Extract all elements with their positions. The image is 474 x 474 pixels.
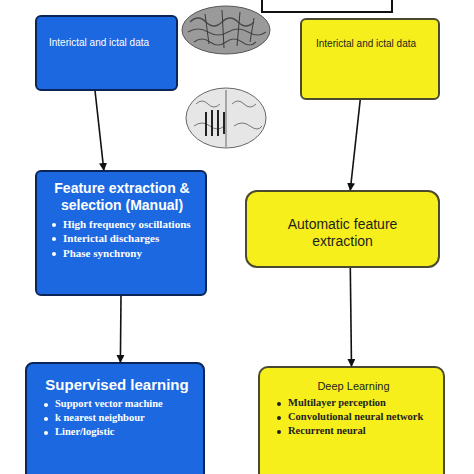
- flow-arrow: [120, 296, 122, 362]
- automatic-step-box: Interictal and ictal data: [300, 18, 440, 100]
- box-heading: Automatic feature extraction: [261, 216, 424, 250]
- bullet-dot: [44, 431, 48, 435]
- bullet-dot: [44, 403, 48, 407]
- manual-step-box: Feature extraction & selection (Manual) H…: [35, 170, 207, 296]
- bullet-dot: [277, 416, 281, 420]
- bullet-item: Recurrent neural: [274, 425, 433, 437]
- flow-arrow: [95, 91, 104, 170]
- bullet-dot: [277, 430, 281, 434]
- bullet-text: High frequency oscillations: [63, 218, 191, 230]
- automatic-step-box: Automatic feature extraction: [245, 190, 440, 268]
- bullet-item: Multilayer perception: [274, 397, 433, 409]
- manual-step-box: Supervised learningSupport vector machin…: [25, 362, 205, 474]
- bullet-dot: [52, 223, 56, 227]
- bullet-text: Recurrent neural: [288, 425, 366, 436]
- bullet-dot: [52, 237, 56, 241]
- brain-top: [182, 6, 270, 54]
- bullet-text: Liner/logistic: [55, 426, 115, 437]
- bullet-dot: [44, 417, 48, 421]
- flow-arrow: [350, 100, 360, 190]
- bullet-text: k nearest neighbour: [55, 412, 145, 423]
- bullet-item: High frequency oscillations: [49, 218, 195, 231]
- brain-bottom: [186, 88, 266, 148]
- bullet-dot: [52, 252, 56, 256]
- box-heading: Feature extraction & selection (Manual): [49, 180, 195, 214]
- automatic-step-box: Deep LearningMultilayer perceptionConvol…: [258, 366, 445, 474]
- bullet-item: Phase synchrony: [49, 247, 195, 260]
- flow-arrow: [350, 268, 351, 366]
- bullet-text: Convolutional neural network: [288, 411, 423, 422]
- bullet-text: Multilayer perception: [288, 397, 386, 408]
- bullet-item: Liner/logistic: [41, 426, 193, 438]
- box-heading: Interictal and ictal data: [49, 37, 164, 49]
- bullet-dot: [277, 402, 281, 406]
- partial-box: [262, 0, 392, 12]
- box-heading: Deep Learning: [274, 380, 433, 393]
- bullet-text: Interictal discharges: [63, 232, 159, 244]
- bullet-item: Support vector machine: [41, 398, 193, 410]
- box-heading: Supervised learning: [41, 376, 193, 394]
- bullet-item: Interictal discharges: [49, 232, 195, 245]
- bullet-item: k nearest neighbour: [41, 412, 193, 424]
- manual-step-box: Interictal and ictal data: [35, 15, 178, 91]
- bullet-item: Convolutional neural network: [274, 411, 433, 423]
- box-heading: Interictal and ictal data: [316, 38, 426, 50]
- bullet-text: Support vector machine: [55, 398, 163, 409]
- bullet-text: Phase synchrony: [63, 247, 142, 259]
